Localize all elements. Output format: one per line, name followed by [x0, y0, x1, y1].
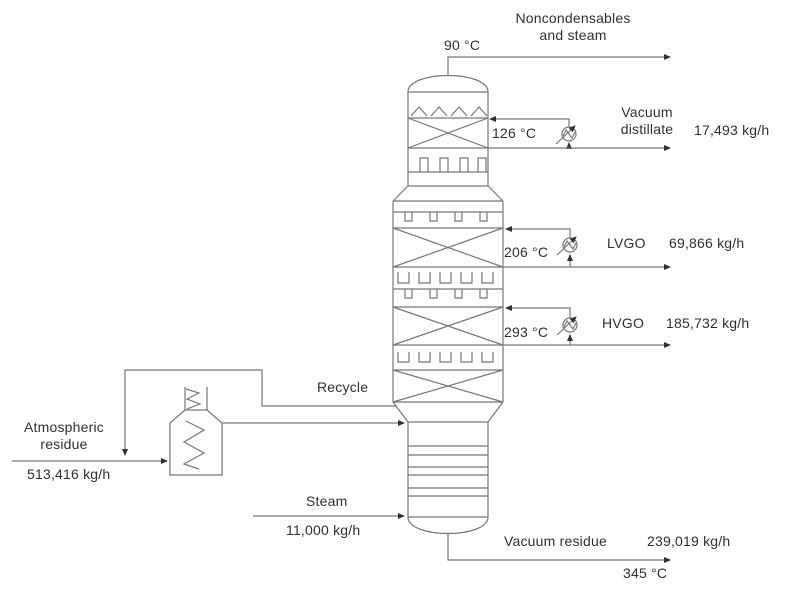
hvgo-return-line — [505, 305, 571, 318]
recycle-line — [122, 369, 397, 456]
distributor-icon-2 — [393, 288, 503, 299]
distributor-icon-1 — [393, 211, 503, 222]
overhead-stream-label: Noncondensables and steam — [515, 10, 631, 43]
hvgo-temp-label: 293 °C — [504, 324, 549, 340]
steam-label: Steam — [306, 493, 348, 509]
collector-tray-icon-2 — [397, 352, 494, 363]
furnace-heater — [169, 387, 223, 476]
feed-stream-label: Atmospheric residue — [23, 419, 104, 452]
packing-bed-lvgo — [392, 227, 504, 268]
feed-flow-label: 513,416 kg/h — [27, 466, 111, 482]
distillate-flow-label: 17,493 kg/h — [694, 122, 770, 138]
column-top-dome — [407, 74, 489, 93]
demister-pad-icon — [410, 106, 488, 117]
overhead-temp-label: 90 °C — [444, 37, 481, 53]
furnace-coil-icon — [182, 388, 206, 470]
distillate-stream-label: Vacuum distillate — [620, 104, 674, 137]
steam-flow-label: 11,000 kg/h — [286, 522, 361, 538]
overhead-line — [447, 54, 671, 76]
lvgo-temp-label: 206 °C — [504, 244, 549, 260]
hvgo-flow-label: 185,732 kg/h — [666, 315, 750, 331]
recycle-label: Recycle — [317, 379, 369, 395]
cooler-duty-arrow-hvgo — [556, 316, 577, 336]
distillate-temp-label: 126 °C — [492, 125, 537, 141]
collector-tray-icon-1 — [397, 272, 494, 284]
residue-stream-label: Vacuum residue — [504, 533, 607, 549]
packing-bed-hvgo — [392, 306, 504, 346]
lvgo-stream-label: LVGO — [607, 235, 646, 251]
lvgo-return-line — [505, 226, 571, 238]
lvgo-flow-label: 69,866 kg/h — [669, 235, 745, 251]
expansion-cone — [392, 185, 504, 202]
residue-flow-label: 239,019 kg/h — [647, 533, 731, 549]
column-bottom-dome — [407, 516, 489, 535]
vacuum-column — [392, 74, 504, 535]
residue-temp-label: 345 °C — [623, 565, 668, 581]
packing-bed-top — [407, 117, 489, 149]
furnace-body — [169, 409, 223, 476]
packing-bed-wash — [392, 369, 504, 403]
chimney-tray-icon — [408, 157, 488, 173]
cooler-duty-arrow-top — [555, 125, 576, 145]
furnace-stack — [184, 387, 208, 410]
stripping-trays — [408, 445, 488, 497]
lvgo-pumparound — [503, 226, 671, 270]
residue-line — [447, 533, 671, 563]
contraction-cone — [392, 401, 504, 423]
hvgo-pumparound — [503, 305, 671, 348]
distillate-return-line — [489, 116, 570, 127]
distillate-pumparound — [488, 116, 671, 151]
cooler-duty-arrow-lvgo — [556, 236, 577, 256]
hvgo-stream-label: HVGO — [602, 315, 645, 331]
